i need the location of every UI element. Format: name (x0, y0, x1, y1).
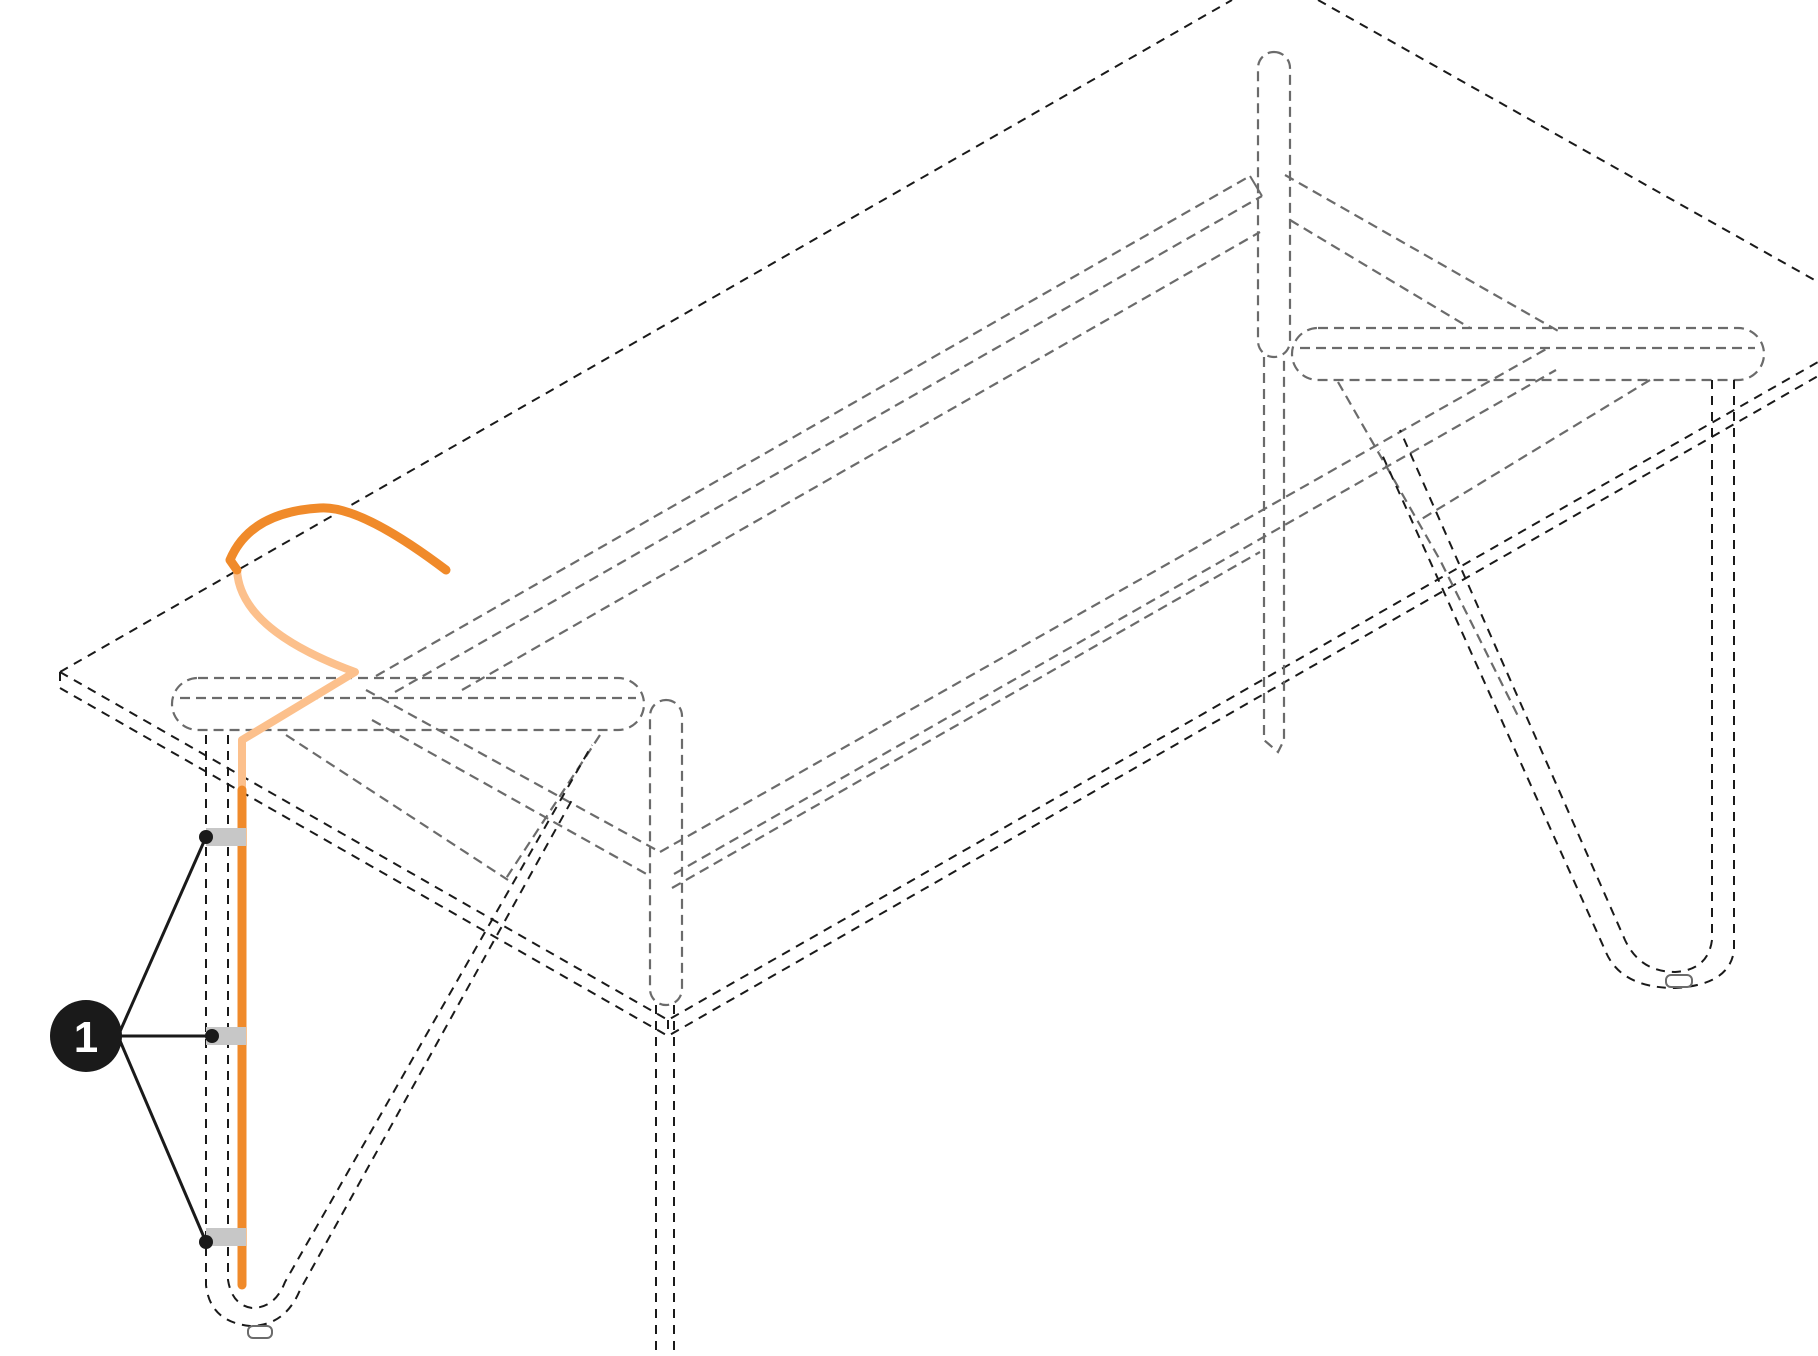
rear-right-leg (1379, 380, 1735, 990)
tabletop-outline (59, 0, 1818, 1038)
cable-clip-icon (206, 1228, 246, 1246)
front-right-post (648, 698, 684, 1356)
frame-rear-assembly (1284, 174, 1766, 721)
callout-leaders (116, 830, 219, 1249)
callout-badge-icon: 1 (50, 1000, 122, 1072)
frame-front-assembly (170, 676, 661, 881)
frame-side-rails (375, 175, 1557, 889)
cable-clip-icon (206, 828, 246, 846)
rear-left-post (1256, 50, 1292, 754)
callout-number: 1 (74, 1013, 98, 1062)
front-left-leg (205, 735, 593, 1339)
power-cable (225, 503, 451, 1290)
